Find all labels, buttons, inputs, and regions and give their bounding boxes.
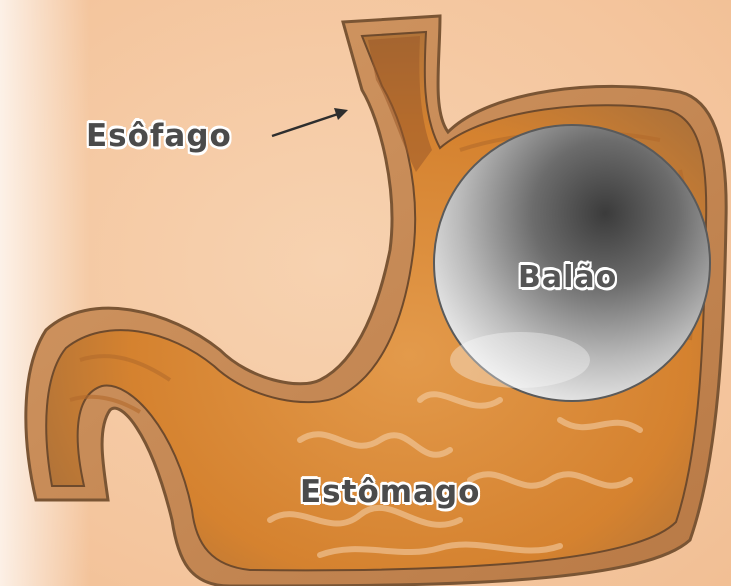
stomach-label: Estômago (300, 474, 480, 510)
esophagus-label: Esôfago (86, 118, 232, 154)
balloon-label: Balão (518, 260, 617, 295)
balloon-highlight (450, 332, 590, 388)
